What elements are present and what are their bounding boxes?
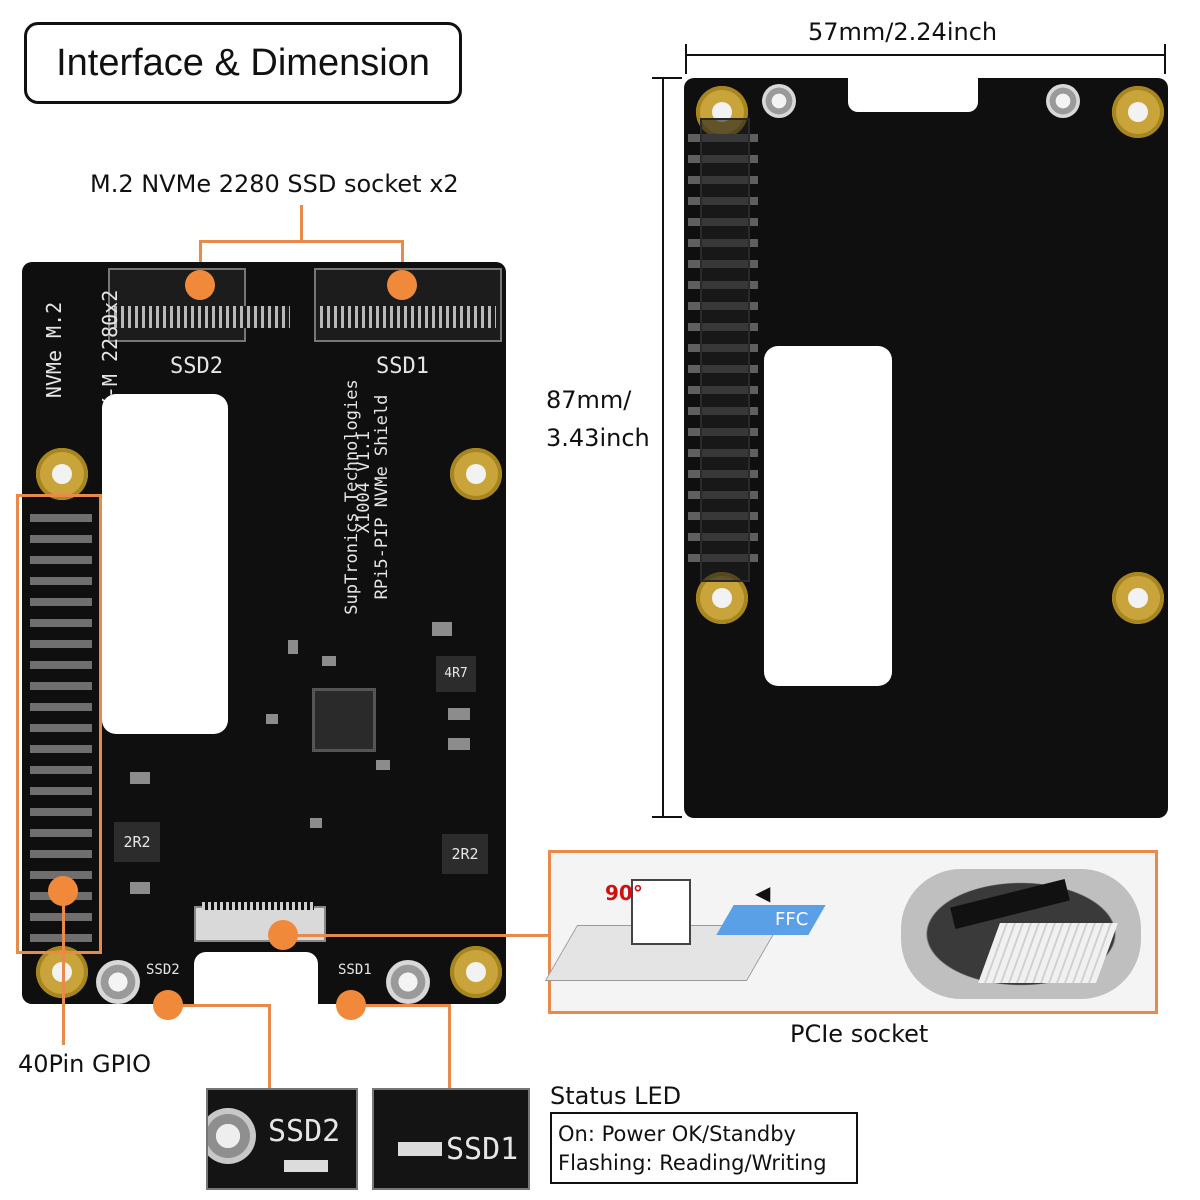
back-top-notch xyxy=(848,76,978,112)
smd-part xyxy=(130,882,150,894)
mount-hole-bottom-right xyxy=(450,946,502,998)
pcie-photo-ribbon xyxy=(978,923,1118,983)
pcie-callout-line xyxy=(296,934,548,937)
width-dimension-line xyxy=(686,54,1166,56)
m2-pins-ssd2 xyxy=(114,306,290,328)
smd-part xyxy=(448,708,470,720)
m2-pins-ssd1 xyxy=(320,306,496,328)
silk-led-ssd2: SSD2 xyxy=(146,962,180,978)
front-bottom-notch xyxy=(194,952,318,1012)
inductor-left: 2R2 xyxy=(114,822,160,862)
gpio-callout-line xyxy=(62,905,65,1045)
height-dimension-label-1: 87mm/ xyxy=(546,386,632,414)
silk-led-ssd1: SSD1 xyxy=(338,962,372,978)
back-board xyxy=(684,76,1168,818)
width-dimension-tick-left xyxy=(685,44,687,74)
smd-part xyxy=(322,656,336,666)
led-photo-ssd2-text: SSD2 xyxy=(268,1114,341,1149)
back-standoff-right xyxy=(1046,84,1080,118)
pcie-diagram-angle: 90° xyxy=(605,881,643,905)
smd-part xyxy=(310,818,322,828)
led-photo-ssd2-led xyxy=(284,1160,328,1172)
back-cutout xyxy=(764,346,892,686)
back-hole-top-right xyxy=(1112,86,1164,138)
m2-socket-ssd2 xyxy=(108,268,246,342)
ssd-callout-stem xyxy=(300,205,303,241)
ffc-connector-pins xyxy=(202,902,314,910)
status-led-label: Status LED xyxy=(550,1082,682,1110)
smd-part xyxy=(130,772,150,784)
led-photo-standoff xyxy=(208,1108,256,1164)
silk-model: X1004 V1.1 xyxy=(354,430,374,534)
ssd-socket-label: M.2 NVMe 2280 SSD socket x2 xyxy=(90,170,459,198)
callout-dot-led-ssd2 xyxy=(153,990,183,1020)
status-led-legend: On: Power OK/Standby Flashing: Reading/W… xyxy=(550,1112,858,1184)
callout-dot-led-ssd1 xyxy=(336,990,366,1020)
smd-part xyxy=(376,760,390,770)
led-photo-ssd1: SSD1 xyxy=(372,1088,530,1190)
ssd-callout-bar xyxy=(199,240,404,243)
led-photo-ssd1-text: SSD1 xyxy=(446,1132,519,1167)
led-photo-ssd2: SSD2 xyxy=(206,1088,358,1190)
front-board: SSD2 SSD1 NVMe M.2 KEY-M 2280x2 SupTroni… xyxy=(22,262,506,1012)
back-hole-bottom-right xyxy=(1112,572,1164,624)
mount-hole-top-left xyxy=(36,448,88,500)
led1-callout-h xyxy=(364,1004,450,1007)
gpio-highlight-box xyxy=(16,494,102,954)
led2-callout-h xyxy=(182,1004,270,1007)
led1-callout-v xyxy=(448,1004,451,1088)
legend-on: On: Power OK/Standby xyxy=(558,1122,796,1146)
callout-dot-gpio xyxy=(48,876,78,906)
width-dimension-label: 57mm/2.24inch xyxy=(808,18,998,46)
pcie-diagram-ffc-cable xyxy=(716,905,826,935)
inductor-right: 2R2 xyxy=(442,834,488,874)
callout-dot-pcie xyxy=(268,920,298,950)
smd-part xyxy=(432,622,452,636)
height-dimension-tick-top xyxy=(652,77,682,79)
silk-ssd2: SSD2 xyxy=(170,354,223,379)
pcie-label: PCIe socket xyxy=(790,1020,929,1048)
mount-hole-top-right xyxy=(450,448,502,500)
page-title: Interface & Dimension xyxy=(24,22,462,104)
silk-product: RPi5-PIP NVMe Shield xyxy=(372,394,392,600)
smd-part xyxy=(448,738,470,750)
smd-part xyxy=(288,640,298,654)
pcie-diagram-connector xyxy=(631,879,691,945)
pcie-photo-panel: FFC 90° ◀ xyxy=(544,850,1158,1014)
gpio-label: 40Pin GPIO xyxy=(18,1050,152,1078)
callout-dot-ssd2 xyxy=(185,270,215,300)
silk-nvme-m2: NVMe M.2 xyxy=(42,301,66,399)
led2-callout-v xyxy=(268,1004,271,1088)
standoff-right xyxy=(386,960,430,1004)
pcie-diagram-arrow-icon: ◀ xyxy=(755,881,771,905)
front-cutout xyxy=(102,394,228,734)
inductor-top: 4R7 xyxy=(436,656,476,692)
height-dimension-label-2: 3.43inch xyxy=(546,424,650,452)
height-dimension-line xyxy=(662,78,664,818)
width-dimension-tick-right xyxy=(1164,44,1166,74)
height-dimension-tick-bottom xyxy=(652,816,682,818)
legend-flashing: Flashing: Reading/Writing xyxy=(558,1151,827,1175)
smd-part xyxy=(266,714,278,724)
callout-dot-ssd1 xyxy=(387,270,417,300)
controller-chip xyxy=(312,688,376,752)
pcie-diagram-ffc-text: FFC xyxy=(775,909,809,930)
gpio-header-pins xyxy=(30,514,92,944)
back-standoff-left xyxy=(762,84,796,118)
standoff-left xyxy=(96,960,140,1004)
silk-ssd1: SSD1 xyxy=(376,354,429,379)
led-photo-ssd1-led xyxy=(398,1142,442,1156)
back-gpio-socket xyxy=(700,118,750,582)
